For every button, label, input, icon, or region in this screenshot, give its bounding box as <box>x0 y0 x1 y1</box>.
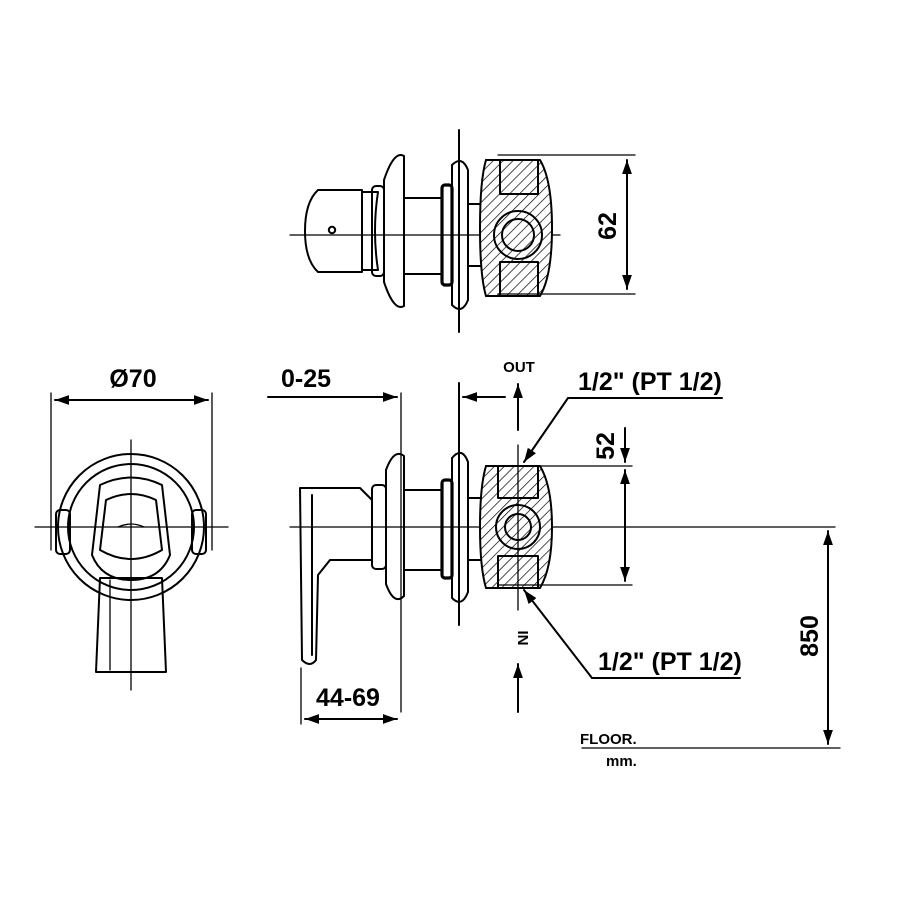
out-thread-label: 1/2" (PT 1/2) <box>578 368 722 396</box>
height-from-floor-label: 850 <box>796 615 824 657</box>
in-thread-label: 1/2" (PT 1/2) <box>598 648 742 676</box>
port-spacing-label: 52 <box>592 432 620 460</box>
diameter-label: Ø70 <box>109 365 156 393</box>
top-view: 62 <box>289 129 636 333</box>
front-view: Ø70 <box>34 365 229 691</box>
height-top-view-label: 62 <box>594 212 622 240</box>
in-label: IN <box>514 631 531 646</box>
wall-range-label: 0-25 <box>281 365 331 393</box>
floor-label: FLOOR. <box>580 731 637 748</box>
out-label: OUT <box>503 359 535 376</box>
unit-label: mm. <box>606 753 637 770</box>
handle-depth-label: 44-69 <box>316 684 380 712</box>
side-view: 0-25 OUT IN 52 1 <box>267 359 841 770</box>
